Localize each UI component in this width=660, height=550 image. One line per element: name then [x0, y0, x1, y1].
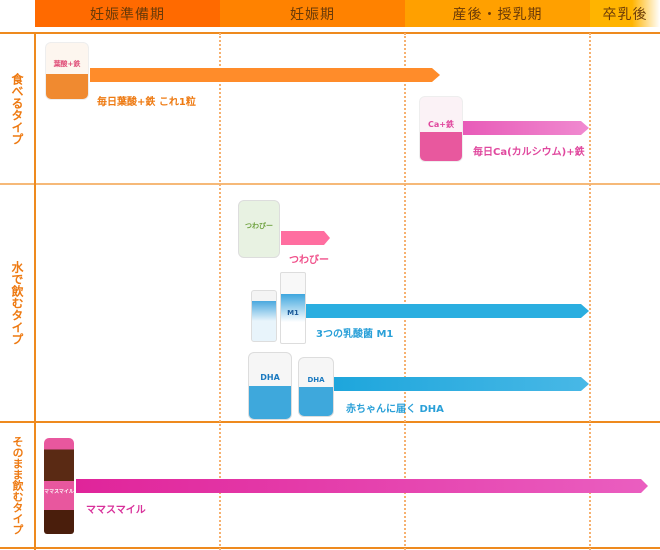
arrow-ca-iron	[463, 121, 589, 135]
divider-line	[0, 183, 660, 185]
category-drink: そのまま飲むタイプ	[0, 423, 34, 547]
product-label-m1: 3つの乳酸菌 M1	[316, 329, 394, 340]
period-divider	[589, 33, 591, 550]
product-image-folic-iron[interactable]: 葉酸+鉄	[45, 42, 89, 100]
header-col-preconception: 妊娠準備期	[35, 0, 220, 27]
product-label-folic-iron: 毎日葉酸+鉄 これ1粒	[97, 97, 196, 108]
product-label-ca-iron: 毎日Ca(カルシウム)+鉄	[473, 147, 585, 158]
product-image-dha-large[interactable]: DHA	[248, 352, 292, 420]
header-label: 妊娠準備期	[90, 6, 165, 23]
header-col-pregnancy: 妊娠期	[220, 0, 405, 27]
divider-line	[0, 421, 660, 423]
package-label: M1	[287, 309, 299, 317]
package-label: Ca+鉄	[428, 120, 454, 129]
product-image-dha-small[interactable]: DHA	[298, 357, 334, 417]
package-label: 葉酸+鉄	[53, 60, 81, 68]
arrow-m1	[306, 304, 589, 318]
product-image-tsuwabi[interactable]: つわびー	[238, 200, 280, 258]
product-image-m1-bottle[interactable]	[251, 290, 277, 342]
header-col-postpartum: 産後・授乳期	[405, 0, 590, 27]
header-label: 卒乳後	[602, 6, 648, 23]
grid-top-line	[0, 32, 660, 34]
product-image-m1-box[interactable]: M1	[280, 272, 306, 344]
category-label: 水で飲むタイプ	[10, 261, 24, 345]
grid-bottom-line	[0, 547, 660, 549]
arrow-folic-iron	[90, 68, 440, 82]
arrow-dha	[334, 377, 589, 391]
period-divider	[219, 33, 221, 550]
product-label-tsuwabi: つわびー	[289, 255, 329, 266]
package-label: DHA	[307, 376, 325, 384]
header-col-weaning: 卒乳後	[590, 0, 660, 27]
product-image-ca-iron[interactable]: Ca+鉄	[419, 96, 463, 162]
product-label-mama-smile: ママスマイル	[86, 505, 146, 516]
category-water: 水で飲むタイプ	[0, 185, 34, 421]
category-eat: 食べるタイプ	[0, 34, 34, 183]
arrow-mama-smile	[76, 479, 648, 493]
category-label: 食べるタイプ	[10, 72, 24, 145]
package-label: DHA	[260, 373, 280, 382]
header-label: 産後・授乳期	[452, 6, 543, 23]
period-divider	[404, 33, 406, 550]
product-label-dha: 赤ちゃんに届く DHA	[346, 404, 444, 415]
product-image-mama-smile[interactable]: ママスマイル	[44, 438, 74, 534]
arrow-tsuwabi	[281, 231, 330, 245]
category-column-line	[34, 33, 36, 550]
category-label: そのまま飲むタイプ	[11, 435, 24, 535]
package-label: つわびー	[245, 222, 273, 230]
header-label: 妊娠期	[290, 6, 335, 23]
package-label: ママスマイル	[44, 489, 74, 495]
